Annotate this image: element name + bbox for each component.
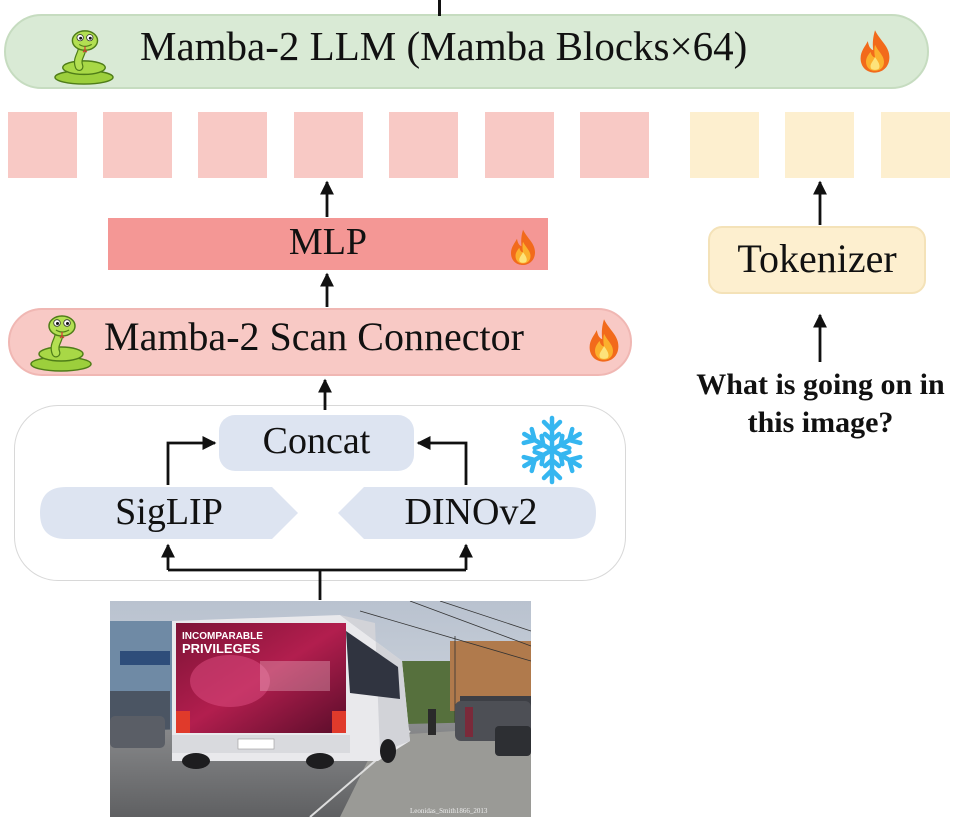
arrow-dinov2-to-concat — [416, 436, 468, 485]
question-text: What is going on in this image? — [668, 366, 973, 442]
visual-token — [485, 112, 554, 178]
bus-photo: INCOMPARABLE PRIVILEGES Leonidas_Smith18… — [110, 601, 531, 817]
scan-connector-label: Mamba-2 Scan Connector — [104, 314, 524, 359]
scan-connector-block — [8, 308, 632, 376]
question-line-1: What is going on in — [696, 368, 945, 401]
visual-token — [389, 112, 458, 178]
input-image: INCOMPARABLE PRIVILEGES Leonidas_Smith18… — [110, 601, 531, 817]
mlp-label: MLP — [288, 221, 368, 263]
visual-token — [8, 112, 77, 178]
output-line — [438, 0, 441, 16]
mamba-llm-label: Mamba-2 LLM (Mamba Blocks×64) — [140, 23, 748, 69]
visual-token — [198, 112, 267, 178]
photo-credit: Leonidas_Smith1866_2013 — [410, 807, 488, 815]
ad-text-line-2: PRIVILEGES — [182, 641, 260, 656]
visual-token — [580, 112, 649, 178]
text-token — [690, 112, 759, 178]
siglip-block — [40, 487, 298, 539]
text-token — [785, 112, 854, 178]
arrow-siglip-to-concat — [166, 436, 217, 485]
text-token — [881, 112, 950, 178]
tokenizer-block — [708, 226, 926, 294]
visual-token — [103, 112, 172, 178]
siglip-label: SigLIP — [115, 491, 223, 533]
visual-token — [294, 112, 363, 178]
mlp-block — [108, 218, 548, 270]
question-line-2: this image? — [747, 406, 894, 439]
dinov2-block — [338, 487, 596, 539]
concat-label: Concat — [262, 420, 371, 462]
dinov2-label: DINOv2 — [404, 491, 538, 533]
snowflake-icon — [516, 415, 588, 486]
tokenizer-label: Tokenizer — [737, 236, 897, 281]
concat-block — [219, 415, 414, 471]
mamba-llm-block — [4, 14, 929, 89]
ad-text-line-1: INCOMPARABLE — [182, 631, 263, 642]
